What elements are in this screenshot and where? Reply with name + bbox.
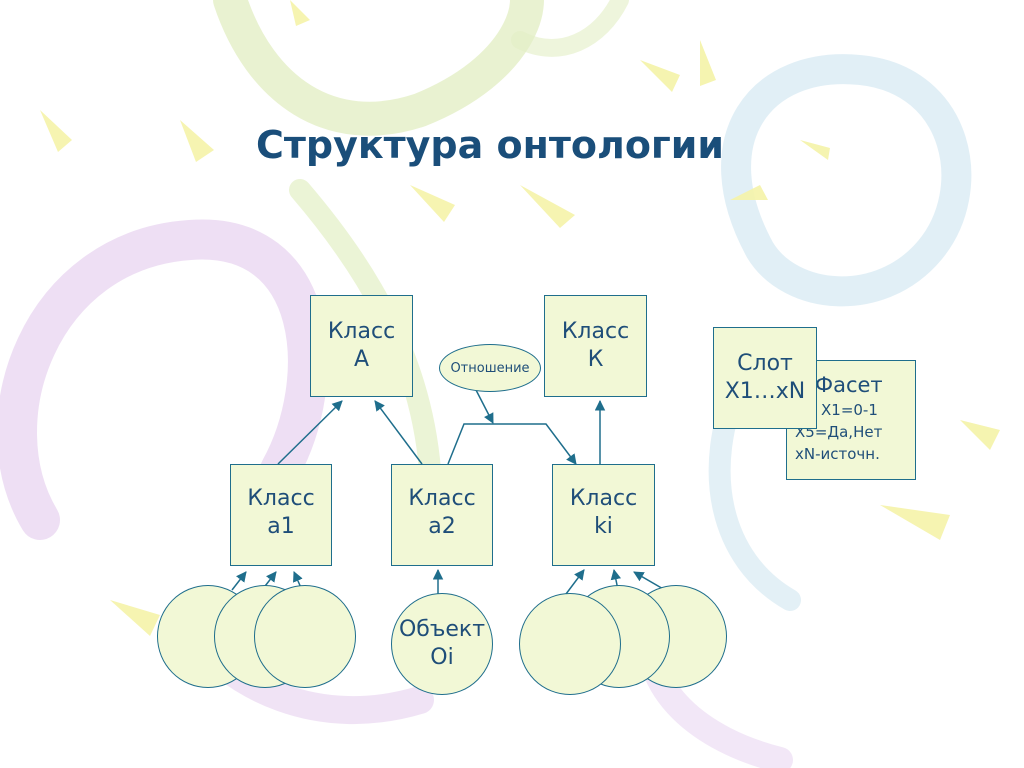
class-a2-box[interactable]: Класс а2 xyxy=(391,464,493,566)
class-A-label-line2: А xyxy=(353,347,370,372)
class-a2-label-line2: а2 xyxy=(428,514,456,539)
object-circle[interactable]: Объект Oi xyxy=(391,593,493,695)
object-label-line2: Oi xyxy=(430,645,454,670)
class-ki-label-line2: ki xyxy=(594,514,613,539)
relation-ellipse[interactable]: Отношение xyxy=(439,344,541,392)
class-A-box[interactable]: Класс А xyxy=(310,295,413,397)
edge-instance-ki-1 xyxy=(565,569,585,595)
relation-label: Отношение xyxy=(450,360,530,376)
slot-box[interactable]: Слот X1…xN xyxy=(713,327,817,429)
edge-instance-a1-1 xyxy=(231,571,247,591)
class-a1-box[interactable]: Класс а1 xyxy=(230,464,332,566)
class-K-label-line1: Класс xyxy=(561,319,630,344)
facet-title: Фасет xyxy=(815,373,883,397)
class-ki-box[interactable]: Класс ki xyxy=(552,464,655,566)
class-a1-label-line2: а1 xyxy=(267,514,295,539)
class-a2-label-line1: Класс xyxy=(408,486,476,511)
edge-relation-connector xyxy=(447,423,577,465)
class-a1-label-line1: Класс xyxy=(247,486,315,511)
class-A-label-line1: Класс xyxy=(327,319,396,344)
slot-label-line1: Слот xyxy=(737,351,793,376)
slot-label-line2: X1…xN xyxy=(724,379,806,404)
edge-relation-pointer xyxy=(475,389,494,424)
instance-circle-a1-3[interactable] xyxy=(254,585,356,688)
slide-title: Структура онтологии xyxy=(255,123,725,167)
object-label-line1: Объект xyxy=(398,617,486,642)
class-ki-label-line1: Класс xyxy=(569,486,638,511)
facet-line-1: X1=0-1 xyxy=(821,401,878,419)
class-K-label-line2: К xyxy=(587,347,604,372)
instance-circle-ki-1[interactable] xyxy=(519,593,621,695)
facet-line-3: xN-источн. xyxy=(795,445,880,463)
edge-a1-to-A xyxy=(277,400,343,465)
edge-a2-to-A xyxy=(374,400,423,465)
class-K-box[interactable]: Класс К xyxy=(544,295,647,397)
